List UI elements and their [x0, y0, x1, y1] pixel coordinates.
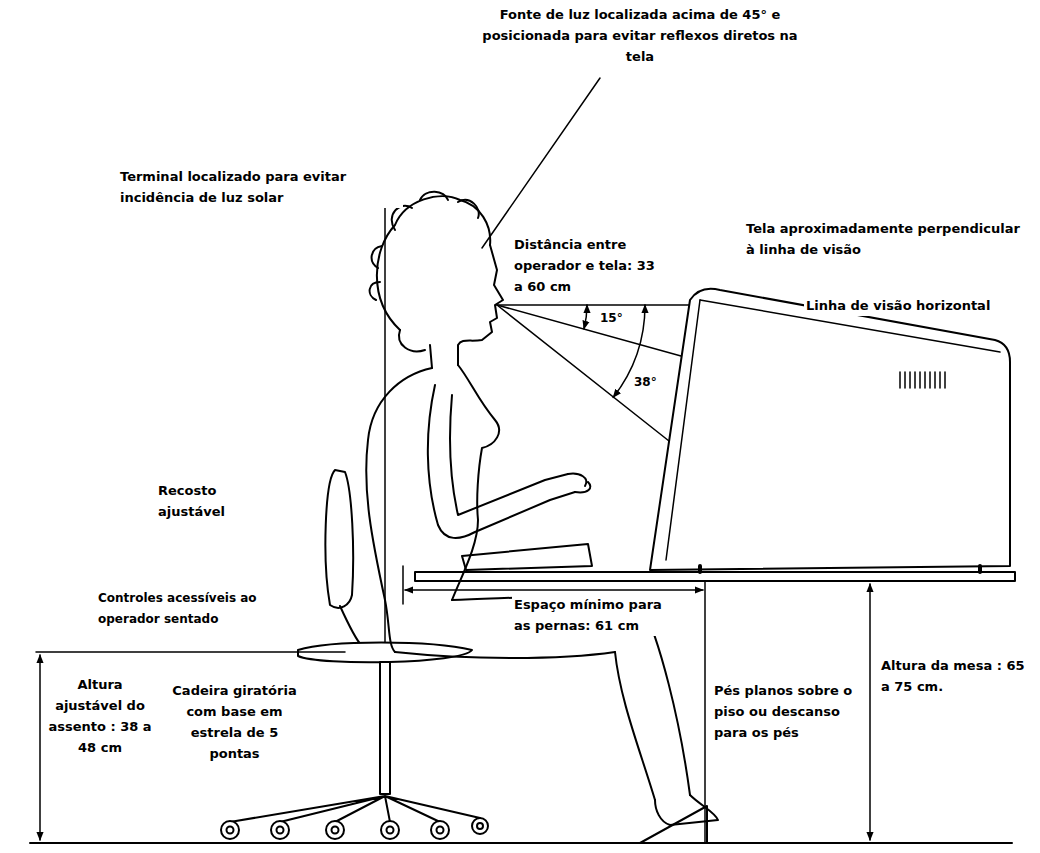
operator-figure	[366, 192, 718, 825]
footrest	[640, 806, 707, 843]
dimension-label: Espaço mínimo para as pernas: 61 cm	[512, 594, 677, 636]
note-label: Tela aproximadamente perpendicular à lin…	[744, 218, 1034, 260]
note-label: Fonte de luz localizada acima de 45° e p…	[480, 4, 800, 67]
sight-line-38	[497, 305, 669, 441]
angle-label: 38°	[632, 372, 668, 393]
light-leader	[482, 78, 600, 248]
keyboard	[462, 544, 592, 570]
part-label: Recosto ajustável	[156, 480, 271, 522]
dimension-label: Distância entre operador e tela: 33 a 60…	[512, 234, 657, 297]
sight-line-15	[497, 305, 681, 356]
angle-arc-15	[584, 305, 587, 329]
desk-top	[415, 572, 1015, 581]
note-label: Terminal localizado para evitar incidênc…	[118, 166, 403, 208]
reference-line	[384, 195, 386, 662]
part-label: Cadeira giratória com base em estrela de…	[162, 680, 307, 764]
angle-label: 15°	[598, 308, 634, 329]
dimension-label: Altura da mesa : 65 a 75 cm.	[879, 655, 1034, 697]
line-label: Linha de visão horizontal	[804, 295, 1034, 316]
floor-line	[30, 842, 1012, 844]
monitor	[650, 289, 1010, 572]
note-label: Controles acessíveis ao operador sentado	[96, 588, 301, 630]
note-label: Pés planos sobre o piso ou descanso para…	[712, 680, 868, 743]
chair	[221, 470, 488, 839]
dimension-label: Altura ajustável do assento : 38 a 48 cm	[44, 674, 156, 758]
dimension-lines	[36, 566, 870, 843]
